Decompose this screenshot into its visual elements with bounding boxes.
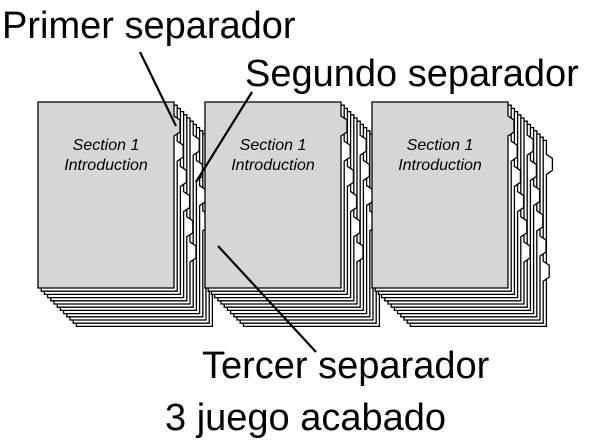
sets-layer: Section 1 Introduction Section 1 Introducti… bbox=[37, 101, 554, 328]
front-sheet bbox=[371, 101, 515, 289]
sheet-section-label: Section 1 bbox=[240, 137, 307, 154]
sheet-title-label: Introduction bbox=[231, 157, 315, 174]
leader-line-third bbox=[217, 245, 317, 353]
sheet-section-label: Section 1 bbox=[407, 137, 474, 154]
collated-set: Section 1 Introduction bbox=[371, 101, 554, 328]
sheet-title-label: Introduction bbox=[64, 157, 148, 174]
leader-line-second bbox=[195, 91, 253, 183]
leader-line-first bbox=[139, 51, 177, 127]
label-third-divider: Tercer separador bbox=[202, 345, 490, 387]
label-second-divider: Segundo separador bbox=[245, 53, 579, 95]
label-finished-set: 3 juego acabado bbox=[165, 397, 446, 439]
collated-set: Section 1 Introduction bbox=[37, 101, 220, 328]
sheet-title-label: Introduction bbox=[398, 157, 482, 174]
collated-set: Section 1 Introduction bbox=[204, 101, 387, 328]
sheet-section-label: Section 1 bbox=[73, 137, 140, 154]
front-sheet bbox=[204, 101, 348, 289]
label-first-divider: Primer separador bbox=[2, 5, 296, 47]
front-sheet bbox=[37, 101, 181, 289]
